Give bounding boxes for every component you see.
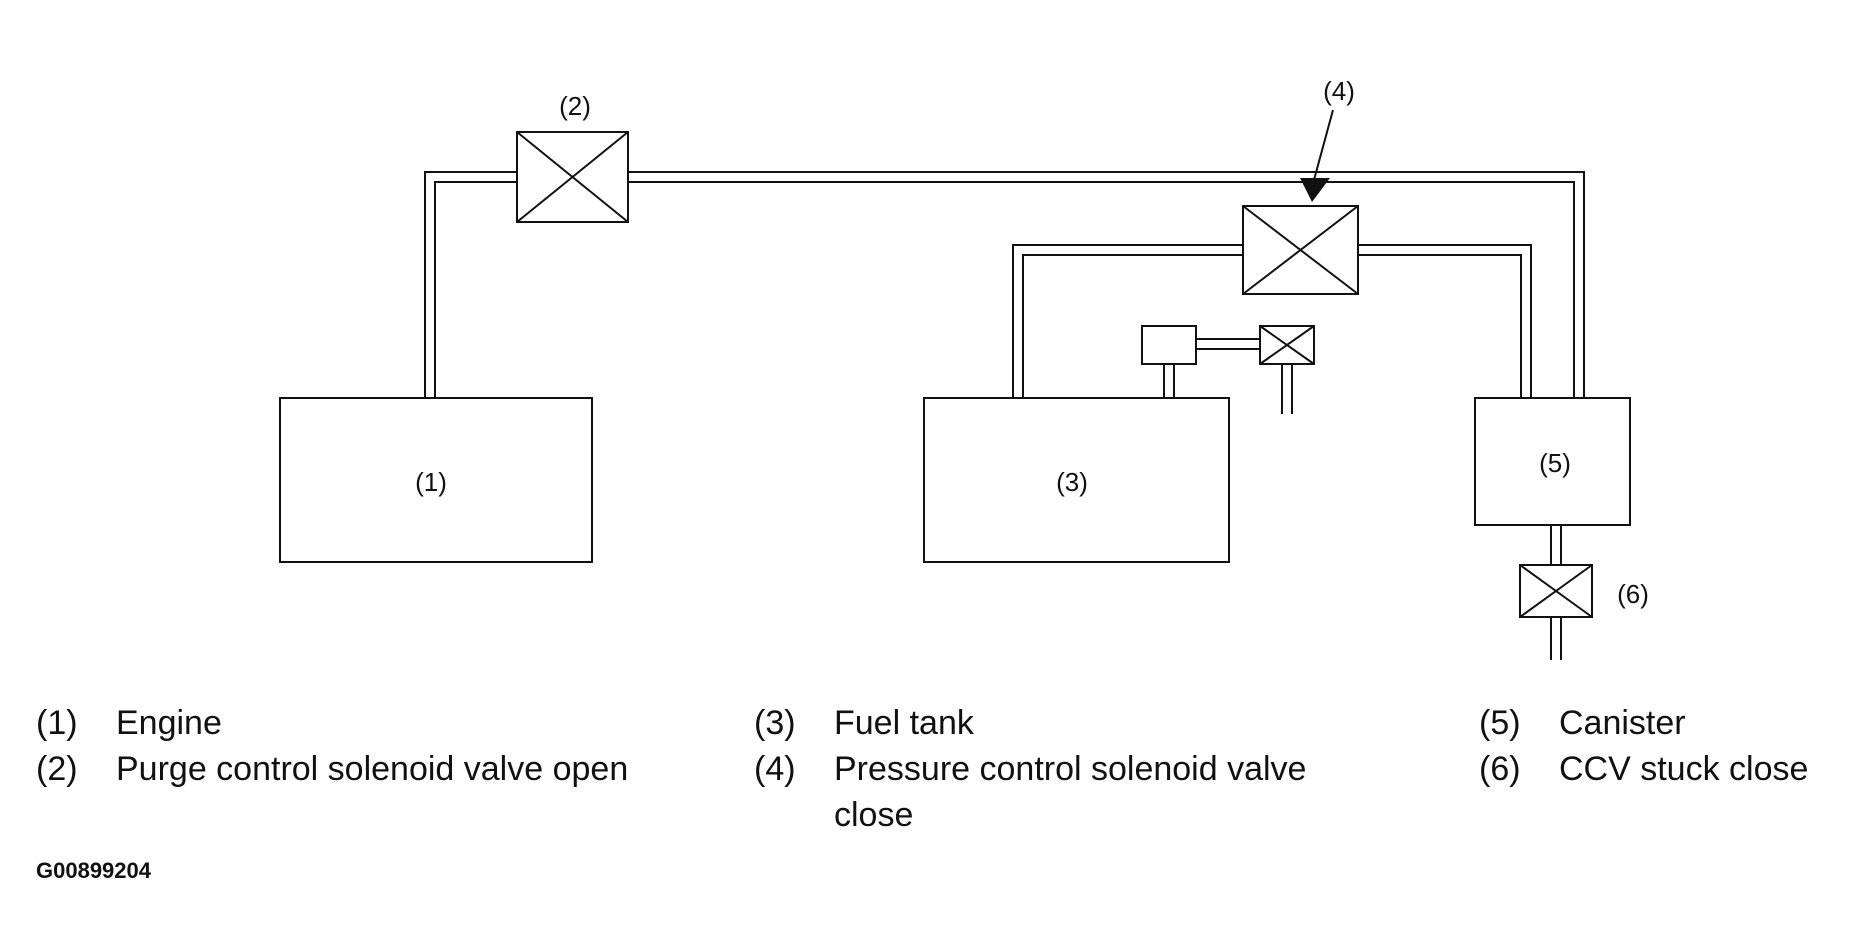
legend-text: Canister <box>1559 704 1686 742</box>
pressure-control-valve <box>1242 205 1359 295</box>
legend-col-1: (1) Engine (2) Purge control solenoid va… <box>36 700 696 792</box>
legend-num: (5) <box>1479 704 1521 742</box>
label-engine: (1) <box>415 467 447 497</box>
tank-sensor-line <box>1163 338 1293 414</box>
ccv-valve <box>1519 564 1593 618</box>
legend-num: (4) <box>754 750 796 788</box>
tank-small-valve <box>1259 325 1315 365</box>
legend-num: (2) <box>36 750 78 788</box>
fuel-tank-box <box>923 397 1230 563</box>
legend-text: Engine <box>116 704 222 742</box>
legend-item: (6) CCV stuck close <box>1479 746 1859 792</box>
label-canister: (5) <box>1539 448 1571 478</box>
legend-col-3: (5) Canister (6) CCV stuck close <box>1479 700 1859 792</box>
label-fuel-tank: (3) <box>1056 467 1088 497</box>
legend-item: (5) Canister <box>1479 700 1859 746</box>
legend-text: Pressure control solenoid valve close <box>834 750 1307 834</box>
legend-text: CCV stuck close <box>1559 750 1809 788</box>
purge-line <box>424 171 1585 398</box>
label-ccv: (6) <box>1617 579 1649 609</box>
legend-num: (1) <box>36 704 78 742</box>
label-pressure-valve: (4) <box>1323 76 1355 106</box>
legend-item: (3) Fuel tank <box>754 700 1394 746</box>
pressure-sensor <box>1141 325 1197 365</box>
label-purge-valve: (2) <box>559 91 591 121</box>
legend-item: (4) Pressure control solenoid valve clos… <box>754 746 1394 838</box>
legend-num: (6) <box>1479 750 1521 788</box>
purge-control-valve <box>516 131 629 223</box>
figure-code: G00899204 <box>36 858 151 883</box>
canister-box <box>1474 397 1631 526</box>
engine-box <box>279 397 593 563</box>
legend-item: (1) Engine <box>36 700 696 746</box>
pressure-valve-pointer <box>1300 109 1334 202</box>
legend-text: Purge control solenoid valve open <box>116 750 629 788</box>
tank-vent-line <box>1012 244 1532 398</box>
legend-item: (2) Purge control solenoid valve open <box>36 746 696 792</box>
legend-num: (3) <box>754 704 796 742</box>
legend-text: Fuel tank <box>834 704 974 742</box>
legend-col-2: (3) Fuel tank (4) Pressure control solen… <box>754 700 1394 838</box>
ccv-line <box>1550 525 1562 660</box>
